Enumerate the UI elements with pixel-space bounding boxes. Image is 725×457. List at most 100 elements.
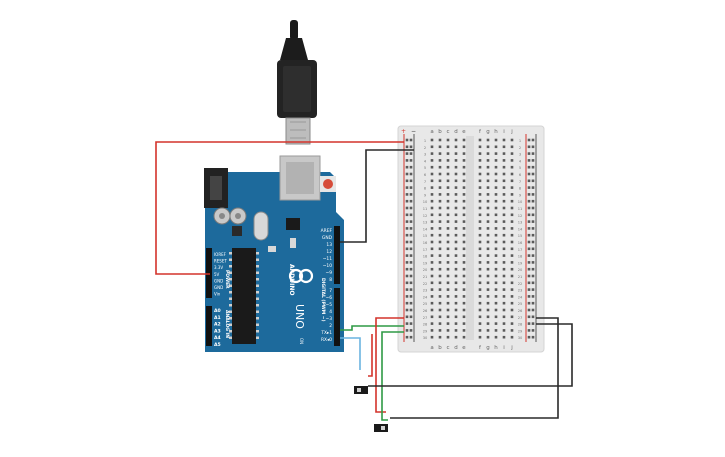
row-number: 10	[423, 200, 428, 204]
row-number: 19	[518, 261, 523, 265]
row-number: 10	[518, 200, 523, 204]
column-letter: h	[494, 345, 498, 351]
row-number: 7	[424, 180, 426, 184]
analog-pin-label: A0	[214, 308, 221, 314]
row-number: 27	[518, 316, 523, 320]
row-number: 5	[424, 166, 426, 170]
analog-pin-label: A2	[214, 322, 221, 328]
row-number: 24	[423, 295, 428, 299]
column-letter: c	[446, 345, 449, 351]
column-letter: b	[438, 345, 442, 351]
digital-pin-label: TX▸1	[320, 330, 332, 336]
row-number: 8	[424, 187, 427, 191]
digital-pin-label: 8	[329, 277, 332, 283]
power-header	[206, 248, 212, 298]
row-number: 17	[518, 248, 523, 252]
column-letter: a	[430, 345, 433, 351]
row-number: 9	[424, 193, 427, 197]
digital-pin-label: ~10	[323, 263, 332, 269]
row-number: 20	[518, 268, 523, 272]
row-number: 15	[518, 234, 523, 238]
digital-pin-label: 12	[326, 249, 332, 255]
digital-pin-label: AREF	[321, 228, 333, 234]
wire-green-pin2[interactable]	[340, 325, 404, 331]
row-number: 7	[519, 180, 521, 184]
row-number: 22	[423, 282, 428, 286]
column-letter: b	[438, 129, 442, 135]
digital-pin-label: 2	[329, 323, 332, 329]
digital-header-bottom	[334, 288, 340, 346]
column-letter: g	[486, 345, 490, 351]
digital-pin-label: GND	[322, 235, 333, 241]
slide-switch-2[interactable]	[374, 424, 388, 432]
slide-switch-1[interactable]	[354, 386, 368, 394]
digital-pin-label: RX◂0	[321, 337, 332, 343]
row-number: 30	[423, 336, 428, 340]
wire-green-switch2[interactable]	[381, 331, 404, 421]
row-number: 2	[519, 146, 521, 150]
row-number: 25	[518, 302, 523, 306]
digital-pin-label: ~5	[326, 302, 333, 308]
wire-red-switch1[interactable]	[375, 317, 404, 413]
digital-pin-label: ~11	[323, 256, 332, 262]
column-letter: e	[462, 345, 466, 351]
board-model-label: UNO	[293, 304, 306, 329]
row-number: 28	[518, 323, 523, 327]
row-number: 24	[518, 295, 523, 299]
wire-black-gnd[interactable]	[340, 149, 414, 243]
row-number: 23	[518, 289, 523, 293]
power-pin-label: Vin	[214, 292, 221, 297]
digital-pin-label: 4	[329, 309, 332, 315]
analog-pin-label: A3	[214, 328, 221, 334]
arduino-board[interactable]: ARDUINO UNO POWER ANALOG IN DIGITAL (PWM…	[204, 155, 344, 352]
rail-plus-label: +	[401, 128, 406, 135]
column-letter: i	[503, 345, 505, 351]
wire-red-switch2[interactable]	[368, 334, 373, 377]
row-number: 16	[423, 241, 428, 245]
digital-pin-label: 13	[326, 242, 332, 248]
wire-black-switch1[interactable]	[390, 317, 559, 419]
row-number: 26	[518, 309, 523, 313]
power-pin-label: GND	[214, 285, 223, 290]
digital-pin-label: ~3	[326, 316, 333, 322]
digital-pin-label: ~6	[326, 295, 333, 301]
column-letter: j	[510, 129, 513, 135]
microcontroller-chip	[232, 248, 256, 344]
row-number: 14	[518, 227, 523, 231]
digital-pin-label: 7	[329, 288, 332, 294]
digital-header-top	[334, 226, 340, 284]
digital-header-label: DIGITAL (PWM ~)	[320, 278, 326, 322]
power-pin-label: IOREF	[214, 252, 227, 257]
row-number: 20	[423, 268, 428, 272]
analog-pin-label: A4	[214, 335, 221, 341]
row-number: 25	[423, 302, 428, 306]
power-pin-label: RESET	[214, 259, 227, 264]
power-pin-label: 3.3V	[214, 265, 223, 270]
digital-pin-label: ~9	[326, 270, 333, 276]
column-letter: e	[462, 129, 466, 135]
row-number: 21	[423, 275, 428, 279]
row-number: 6	[519, 173, 522, 177]
row-number: 9	[519, 193, 522, 197]
column-letter: a	[430, 129, 433, 135]
analog-header	[206, 306, 212, 346]
row-number: 13	[518, 221, 523, 225]
wire-black-switch2[interactable]	[368, 323, 573, 387]
wire-blue-pin1[interactable]	[340, 337, 361, 370]
row-number: 11	[423, 207, 428, 211]
usb-cable[interactable]	[277, 20, 317, 145]
analog-header-label: ANALOG IN	[224, 310, 230, 338]
row-number: 5	[519, 166, 521, 170]
wire-red-5v[interactable]	[155, 141, 404, 275]
column-letter: i	[503, 129, 505, 135]
column-letter: f	[479, 129, 482, 135]
row-number: 11	[518, 207, 523, 211]
row-number: 4	[519, 159, 522, 163]
column-letter: j	[510, 345, 513, 351]
column-letter: d	[454, 345, 458, 351]
row-number: 19	[423, 261, 428, 265]
analog-pin-label: A5	[214, 342, 221, 348]
